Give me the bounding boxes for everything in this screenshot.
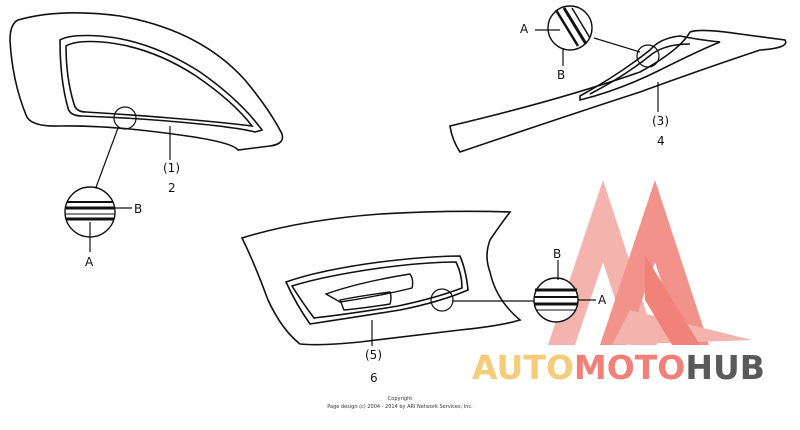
part-1-side-cover (9, 12, 284, 151)
part-3-trim-strip (449, 29, 787, 153)
callout-a-part3: A (520, 22, 529, 36)
part-number-4: 4 (657, 134, 665, 148)
watermark-hub: HUB (685, 348, 765, 387)
watermark-auto: AUTO (472, 348, 574, 387)
watermark-moto: MOTO (573, 348, 686, 387)
watermark-brand: AUTOMOTOHUB (472, 348, 765, 387)
detail-circle-3 (535, 5, 593, 66)
callout-b-part5: B (553, 247, 562, 261)
detail-circle-5 (533, 260, 596, 323)
callout-circle-5-small (430, 288, 454, 312)
leader-line-3 (593, 37, 641, 53)
part-number-3: (3) (652, 114, 669, 128)
detail-circle-1 (64, 186, 132, 252)
callout-a-part1: A (85, 255, 94, 269)
copyright-line-2: Page design (c) 2004 - 2014 by ARI Netwo… (327, 404, 473, 410)
part-number-1: (1) (163, 161, 180, 175)
part-number-6: 6 (370, 371, 378, 385)
callout-b-part3: B (557, 68, 566, 82)
callout-circle-3-small (636, 44, 660, 68)
callout-a-part5: A (598, 293, 607, 307)
part-5-side-panel (240, 210, 522, 346)
part-number-2: 2 (168, 181, 176, 195)
copyright-line-1: Copyright (387, 396, 413, 402)
callout-b-part1: B (134, 202, 143, 216)
part-number-5: (5) (365, 348, 382, 362)
leader-line-1 (94, 127, 119, 191)
callout-circle-1-small (113, 106, 137, 130)
